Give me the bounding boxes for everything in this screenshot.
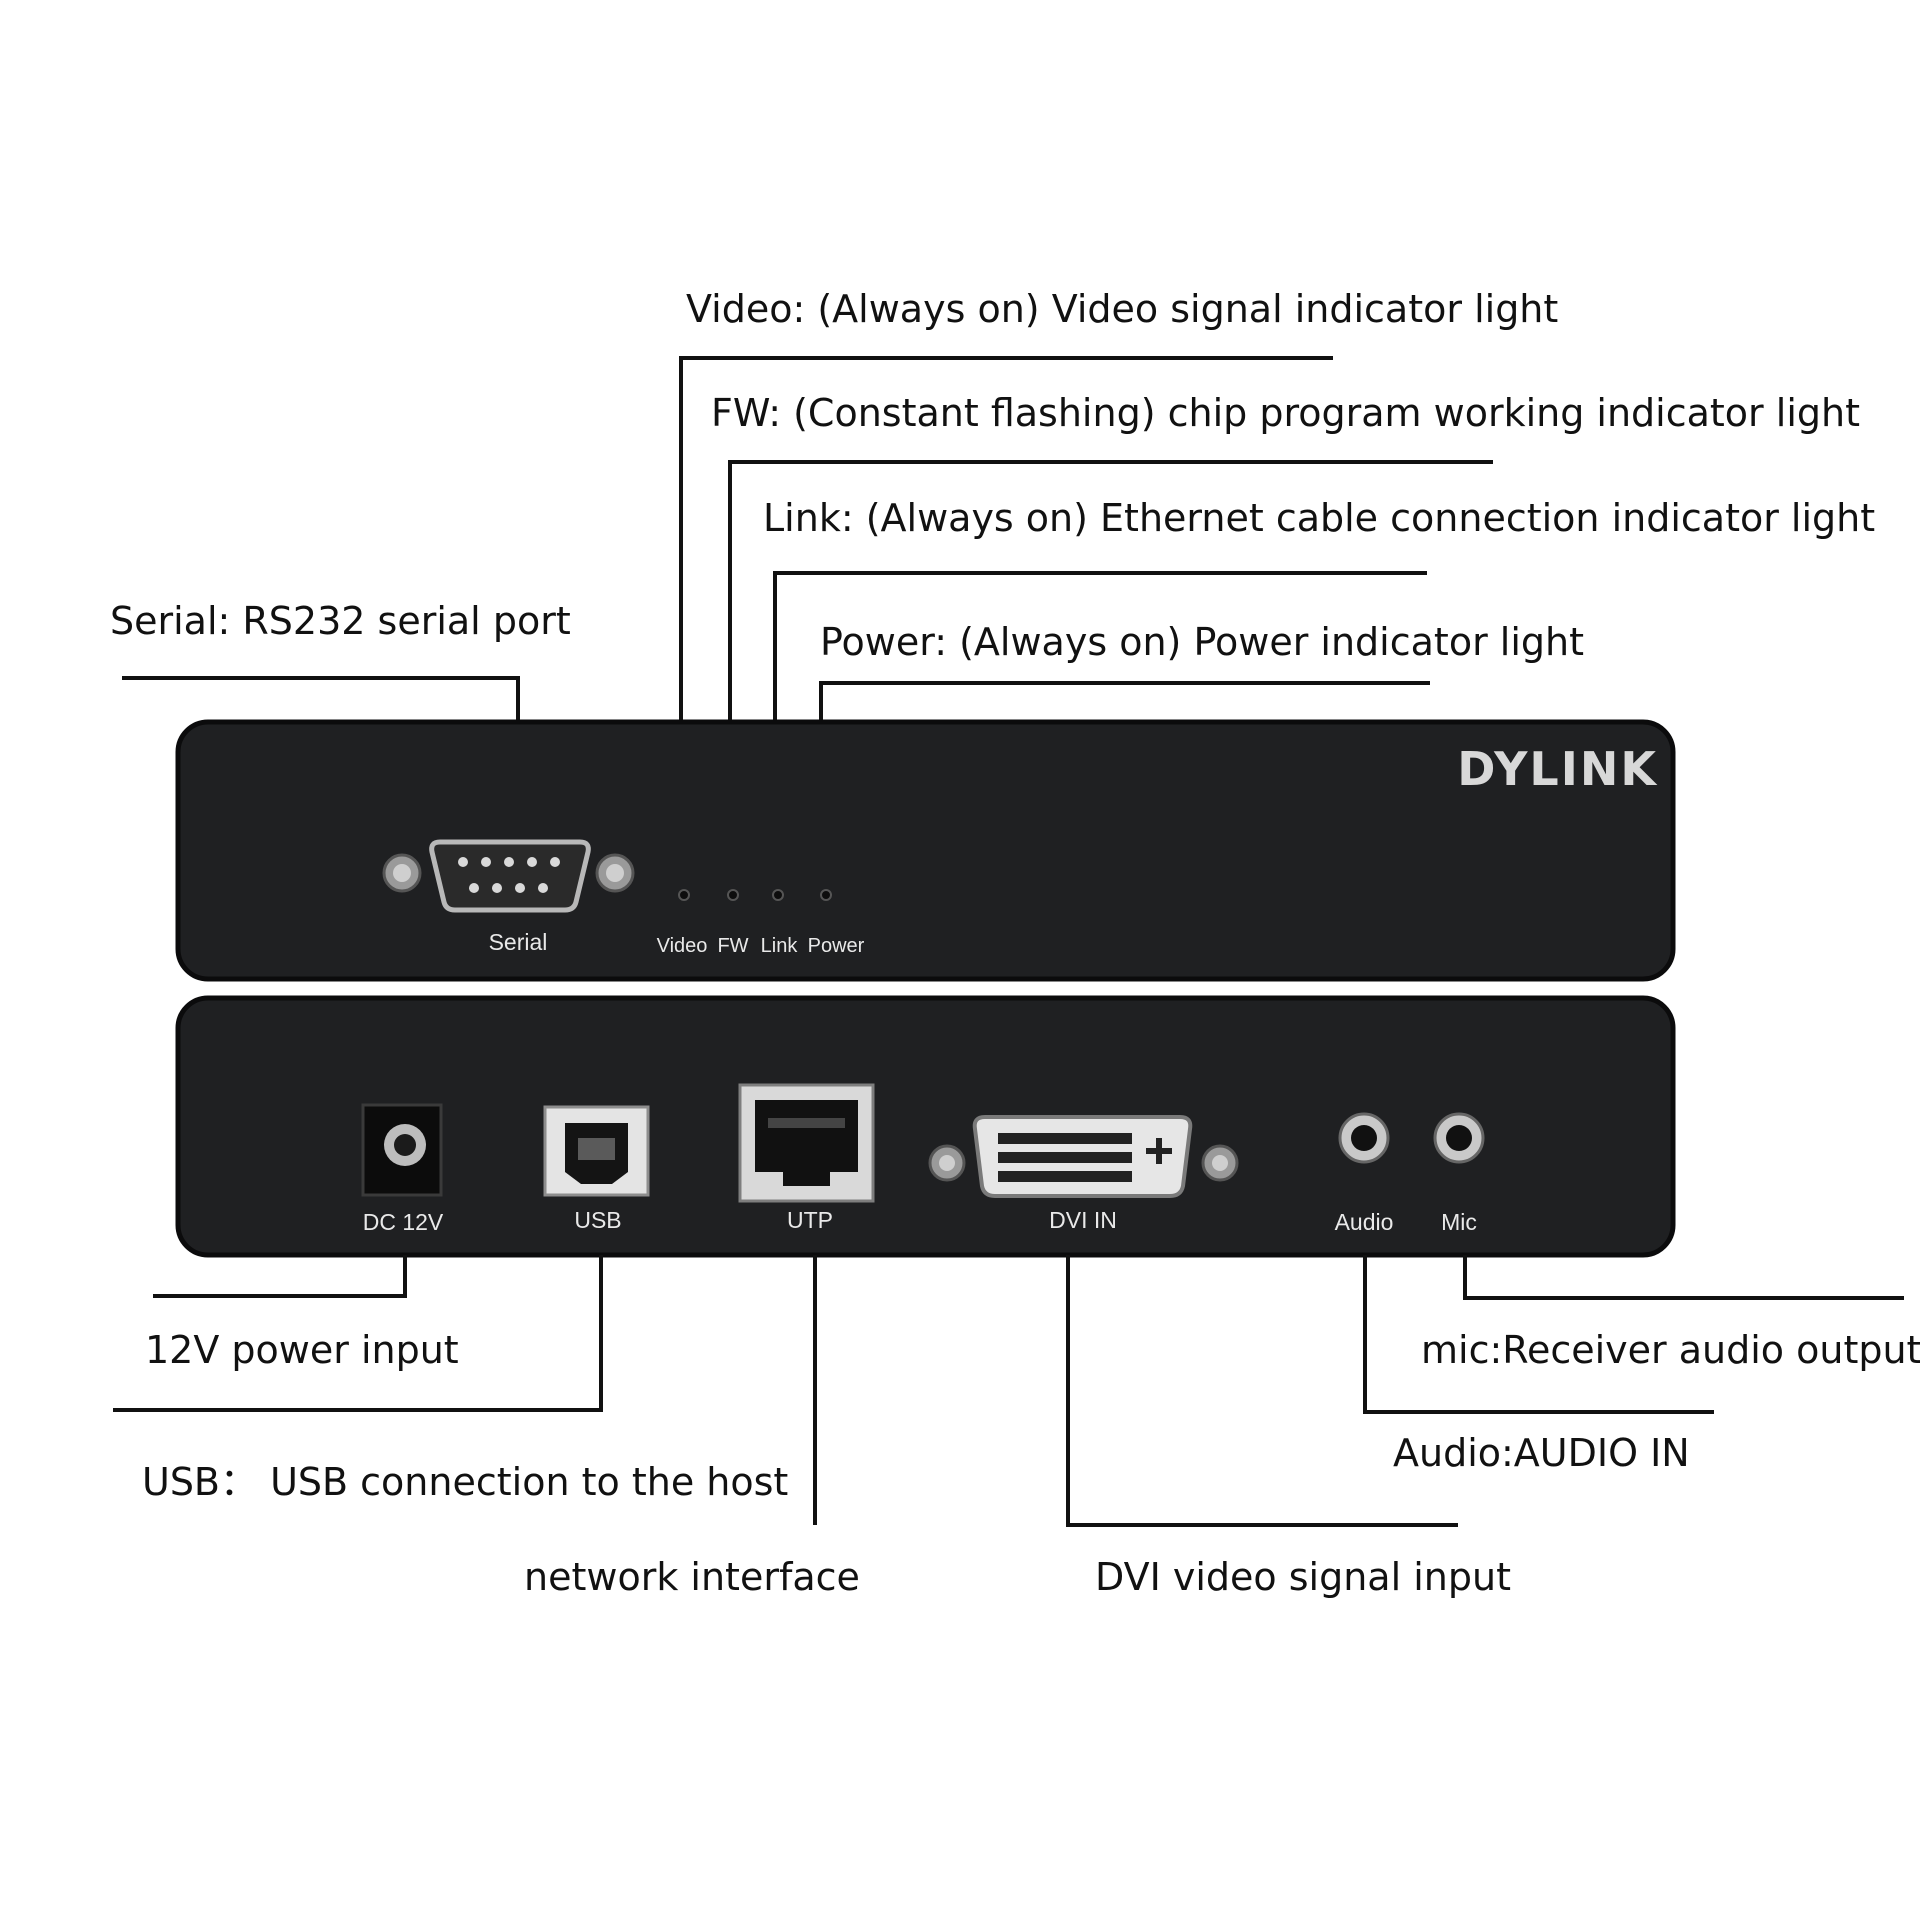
power-callout-text: Power: (Always on) Power indicator light [820, 620, 1584, 664]
brand-logo: DYLINK [1457, 742, 1658, 796]
dc-power-jack[interactable] [361, 1103, 443, 1197]
mic-jack[interactable] [1433, 1112, 1485, 1164]
video-led-label: Video [657, 935, 708, 957]
audio-jack[interactable] [1338, 1112, 1390, 1164]
mic-callout-text: mic:Receiver audio output [1421, 1328, 1920, 1372]
mic-leader-line [1463, 1255, 1904, 1300]
utp-port-label: UTP [787, 1207, 833, 1233]
serial-callout-text: Serial: RS232 serial port [110, 599, 571, 643]
fw-callout-text: FW: (Constant flashing) chip program wor… [711, 391, 1860, 435]
dvi-leader-line [1066, 1255, 1458, 1527]
video-led [678, 889, 690, 901]
front-panel: DYLINK Serial Video FW Link Power [175, 719, 1676, 982]
rear-panel: DC 12V USB UTP [175, 995, 1676, 1258]
power-led-label: Power [808, 935, 865, 957]
usb-callout-text: USB： USB connection to the host [142, 1460, 788, 1504]
network-callout-text: network interface [524, 1555, 860, 1599]
dvi-port[interactable] [928, 1115, 1239, 1198]
usb-port-label: USB [574, 1207, 621, 1233]
utp-port[interactable] [738, 1083, 875, 1203]
link-led [772, 889, 784, 901]
serial-port[interactable] [382, 839, 635, 913]
dc-port-label: DC 12V [363, 1209, 444, 1235]
usb-leader-line [113, 1255, 603, 1412]
power-led [820, 889, 832, 901]
link-callout-text: Link: (Always on) Ethernet cable connect… [763, 496, 1875, 540]
dvi-callout-text: DVI video signal input [1095, 1555, 1511, 1599]
serial-port-label: Serial [489, 929, 548, 955]
audio-callout-text: Audio:AUDIO IN [1393, 1431, 1690, 1475]
power-input-callout-text: 12V power input [145, 1328, 459, 1372]
video-callout-text: Video: (Always on) Video signal indicato… [686, 287, 1558, 331]
audio-port-label: Audio [1335, 1209, 1394, 1235]
link-led-label: Link [761, 935, 799, 957]
mic-port-label: Mic [1441, 1209, 1477, 1235]
power-input-leader-line [153, 1255, 407, 1298]
audio-leader-line [1363, 1255, 1714, 1414]
usb-port[interactable] [543, 1105, 650, 1197]
dvi-port-label: DVI IN [1049, 1207, 1117, 1233]
fw-led-label: FW [717, 935, 748, 957]
video-leader-line [679, 356, 1333, 900]
fw-led [727, 889, 739, 901]
